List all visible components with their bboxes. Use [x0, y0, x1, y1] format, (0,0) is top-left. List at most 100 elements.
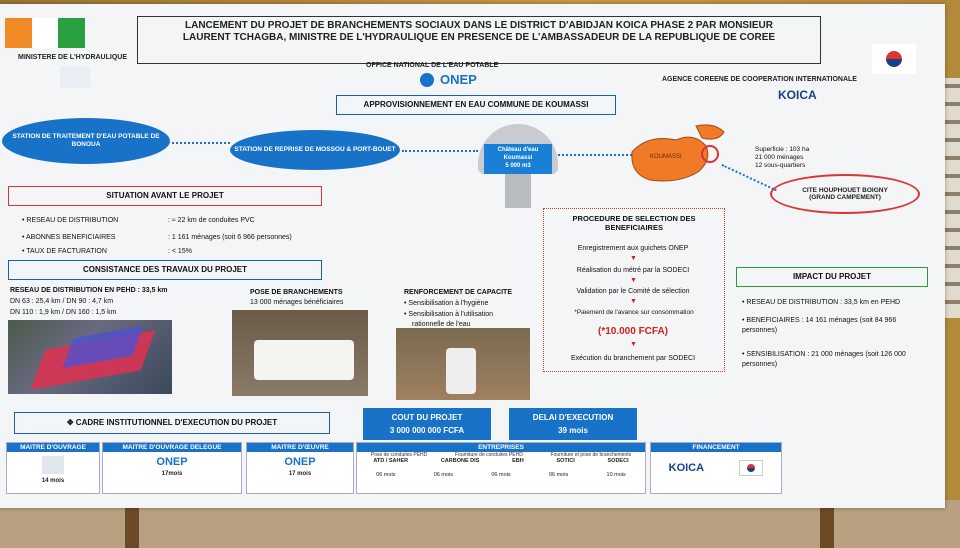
onep-label: OFFICE NATIONAL DE L'EAU POTABLE	[366, 62, 499, 69]
mod-tile: MAITRE D'OUVRAGE DELEGUE ONEP 17mois	[102, 442, 242, 494]
onep-drop-icon	[420, 73, 434, 87]
ent-subheads: Pose de conduites PEHD Fourniture de con…	[357, 452, 645, 458]
ent-name: ATD / SAHER	[373, 458, 409, 464]
supply-heading: APPROVISIONNEMENT EN EAU COMMUNE DE KOUM…	[336, 95, 616, 115]
tower-line-2: Koumassi	[503, 155, 533, 161]
ent-duration: 10 mois	[606, 472, 626, 478]
col3-line-3: rationnelle de l'eau	[412, 321, 471, 328]
cost-value: 3 000 000 000 FCFA	[389, 426, 465, 435]
procedure-step-1: Enregistrement aux guichets ONEP	[577, 245, 689, 252]
ground	[0, 500, 960, 548]
col3-text: Sensibilisation à l'utilisation	[408, 311, 494, 318]
impact-text: BENEFICIAIRES : 14 161 ménages (soit 84 …	[742, 317, 897, 334]
delay-label: DELAI D'EXECUTION	[532, 413, 614, 422]
ent-sub-2: Fourniture de conduites PEHD	[455, 452, 523, 458]
col3-line-2: • Sensibilisation à l'utilisation	[404, 311, 494, 318]
col2-title: POSE DE BRANCHEMENTS	[250, 289, 343, 296]
network-map-photo	[8, 320, 172, 394]
koumassi-stats: Superficie : 103 ha 21 000 ménages 12 so…	[755, 146, 809, 170]
col1-line-1: DN 63 : 25,4 km / DN 90 : 4,7 km	[10, 298, 114, 305]
impact-heading: IMPACT DU PROJET	[736, 267, 928, 287]
ent-name: SODECI	[607, 458, 629, 464]
ivory-coast-flag	[5, 18, 86, 48]
ministry-label: MINISTERE DE L'HYDRAULIQUE	[18, 54, 128, 61]
col1-line-2: DN 110 : 1,9 km / DN 160 : 1,5 km	[10, 309, 117, 316]
impact-row-2: • BENEFICIAIRES : 14 161 ménages (soit 8…	[742, 317, 897, 334]
mod-logo: ONEP	[156, 456, 188, 468]
ent-name: SOTICI	[556, 458, 575, 464]
mod-duration: 17mois	[161, 471, 183, 477]
flow-arrow-3	[558, 154, 632, 156]
koica-logo-small: KOICA	[668, 462, 705, 474]
ent-sub-1: Pose de conduites PEHD	[370, 452, 428, 458]
banner-stand-left	[125, 505, 139, 548]
ent-name: CARBONE DIS	[440, 458, 480, 464]
impact-text: RESEAU DE DISTRIBUTION : 33,5 km en PEHD	[746, 299, 901, 306]
down-arrow-icon: ▼	[630, 255, 637, 262]
situation-value-3: : < 15%	[168, 248, 192, 255]
moe-duration: 17 mois	[288, 471, 312, 477]
moa-duration: 14 mois	[41, 478, 65, 484]
banner: LANCEMENT DU PROJET DE BRANCHEMENTS SOCI…	[0, 4, 945, 508]
procedure-heading: PROCEDURE DE SELECTION DES BENEFICIAIRES	[572, 214, 696, 232]
situation-value-2: : 1 161 ménages (soit 6 966 personnes)	[168, 234, 292, 241]
impact-text: SENSIBILISATION : 21 000 ménages (soit 1…	[742, 351, 906, 368]
ent-duration: 06 mois	[433, 472, 454, 478]
cite-houphouet: CITE HOUPHOUET BOIGNY (GRAND CAMPEMENT)	[770, 174, 920, 214]
ministry-logo-small	[42, 456, 64, 474]
station-mossou: STATION DE REPRISE DE MOSSOU & PORT-BOUE…	[230, 130, 400, 170]
flow-arrow-1	[172, 142, 230, 144]
situation-row-1: • RESEAU DE DISTRIBUTION	[22, 217, 119, 224]
col1-title: RESEAU DE DISTRIBUTION EN PEHD : 33,5 km	[10, 287, 168, 294]
financement-tile: FINANCEMENT KOICA	[650, 442, 782, 494]
moa-tile: MAITRE D'OUVRAGE 14 mois	[6, 442, 100, 494]
financement-label: FINANCEMENT	[651, 443, 781, 452]
water-tower-column	[505, 174, 531, 208]
water-tower-label: Château d'eau Koumassi 5 000 m3	[484, 144, 552, 174]
col3-text: Sensibilisation à l'hygiène	[408, 300, 489, 307]
procedure-step-6: Exécution du branchement par SODECI	[570, 355, 696, 362]
situation-row-2: • ABONNES BENEFICIAIRES	[22, 234, 116, 241]
procedure-step-5: (*10.000 FCFA)	[597, 326, 669, 337]
koica-logo: KOICA	[778, 88, 817, 102]
title-line-2: LAURENT TCHAGBA, MINISTRE DE L'HYDRAULIQ…	[182, 32, 776, 43]
stats-line-1: Superficie : 103 ha	[755, 146, 810, 153]
ent-duration: 06 mois	[548, 472, 569, 478]
ent-sub-3: Fourniture et pose de branchements	[550, 452, 632, 458]
ent-durations: 06 mois 06 mois 06 mois 06 mois 10 mois	[357, 472, 645, 478]
banner-stand-right	[820, 505, 834, 548]
ministry-logo	[60, 66, 90, 88]
stats-line-3: 12 sous-quartiers	[755, 162, 806, 169]
cost-box: COUT DU PROJET 3 000 000 000 FCFA	[363, 408, 491, 440]
ent-names: ATD / SAHER CARBONE DIS EBH SOTICI SODEC…	[357, 458, 645, 464]
station-bonoua: STATION DE TRAITEMENT D'EAU POTABLE DE B…	[2, 118, 170, 164]
situation-value-1: : ≈ 22 km de conduites PVC	[168, 217, 255, 224]
map-label: KOUMASSI	[650, 154, 682, 160]
cadre-heading-text: CADRE INSTITUTIONNEL D'EXECUTION DU PROJ…	[75, 418, 278, 427]
moa-label: MAITRE D'OUVRAGE	[7, 443, 99, 452]
situation-heading: SITUATION AVANT LE PROJET	[8, 186, 322, 206]
koica-agency-label: AGENCE COREENE DE COOPERATION INTERNATIO…	[662, 76, 857, 83]
procedure-box	[543, 208, 725, 372]
impact-row-1: • RESEAU DE DISTRIBUTION : 33,5 km en PE…	[742, 299, 901, 306]
row-label: ABONNES BENEFICIAIRES	[26, 234, 116, 241]
koumassi-map	[631, 124, 725, 182]
moe-tile: MAITRE D'ŒUVRE ONEP 17 mois	[246, 442, 354, 494]
procedure-step-2: Réalisation du métré par la SODECI	[576, 267, 690, 274]
tower-line-3: 5 000 m3	[505, 163, 531, 169]
col3-line-1: • Sensibilisation à l'hygiène	[404, 300, 489, 307]
down-arrow-icon: ▼	[630, 277, 637, 284]
korea-flag-small	[739, 460, 764, 476]
col2-line-1: 13 000 ménages bénéficiaires	[250, 299, 344, 306]
mod-label: MAITRE D'OUVRAGE DELEGUE	[103, 443, 241, 452]
procedure-step-3: Validation par le Comité de sélection	[576, 288, 690, 295]
entreprises-tile: ENTREPRISES Pose de conduites PEHD Fourn…	[356, 442, 646, 494]
delay-value: 39 mois	[558, 426, 588, 435]
down-arrow-icon: ▼	[630, 341, 637, 348]
title-line-1: LANCEMENT DU PROJET DE BRANCHEMENTS SOCI…	[185, 20, 773, 31]
impact-row-3: • SENSIBILISATION : 21 000 ménages (soit…	[742, 351, 906, 368]
stats-line-2: 21 000 ménages	[755, 154, 804, 161]
col3-title: RENFORCEMENT DE CAPACITE	[404, 289, 512, 296]
korea-flag	[872, 44, 916, 74]
row-label: TAUX DE FACTURATION	[26, 248, 107, 255]
